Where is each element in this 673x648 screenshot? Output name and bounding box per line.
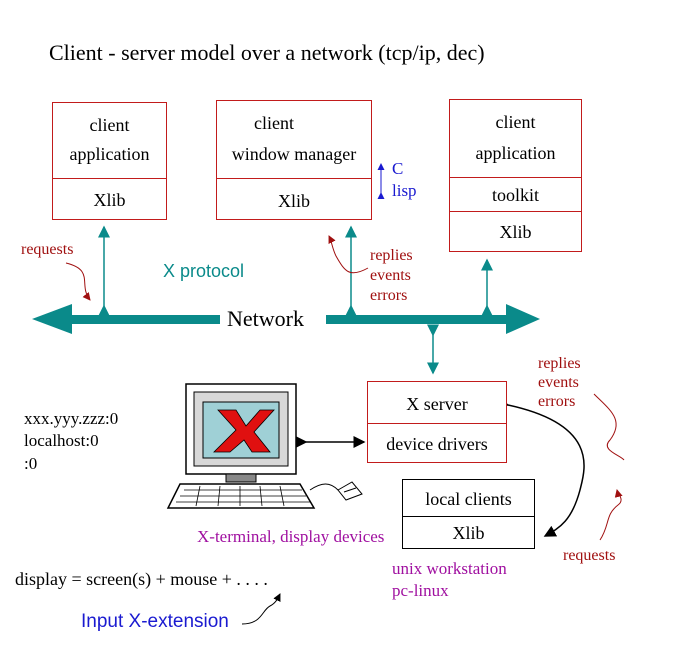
server-local-link (496, 396, 585, 537)
page-title: Client - server model over a network (tc… (49, 40, 485, 65)
window-manager-box: client window manager Xlib (216, 100, 372, 220)
errors-label-right: errors (538, 393, 576, 410)
local-clients-title: local clients (425, 489, 512, 509)
x-protocol-label: X protocol (163, 261, 245, 281)
pc-linux-label: pc-linux (392, 581, 449, 600)
client-box-1-line-2: application (69, 144, 150, 164)
client-box-3-toolkit: toolkit (450, 177, 581, 212)
network-label: Network (227, 306, 304, 331)
window-manager-line-2: window manager (231, 144, 357, 164)
client-box-3-line-1: client (495, 112, 536, 132)
window-manager-line-1: client (254, 113, 294, 133)
input-extension-label: Input X-extension (81, 611, 229, 632)
lisp-label: lisp (392, 181, 417, 200)
client-box-3-line-2: application (475, 143, 556, 163)
network-bus (32, 304, 540, 334)
replies-label-top: replies (370, 247, 413, 264)
client-application-box-3: client application toolkit Xlib (449, 99, 582, 252)
events-label-right: events (538, 374, 579, 391)
x-terminal-illustration (166, 383, 363, 509)
extension-squiggle (241, 593, 281, 625)
display-name-1: xxx.yyy.zzz:0 (24, 409, 119, 428)
client-box-3-xlib: Xlib (450, 211, 581, 253)
requests-label-right: requests (563, 547, 616, 564)
annotation-squiggles (65, 235, 625, 541)
replies-label-right: replies (538, 355, 581, 372)
workstation-label: unix workstation (392, 559, 507, 578)
x-server-box: X server device drivers (367, 381, 507, 463)
x-server-title: X server (406, 394, 468, 414)
local-clients-box: local clients Xlib (402, 479, 535, 549)
requests-label-left: requests (21, 241, 74, 258)
client-application-box-1: client application Xlib (52, 102, 167, 220)
c-label: C (392, 159, 404, 178)
window-manager-xlib: Xlib (217, 178, 371, 221)
client-network-links (98, 225, 493, 375)
window-manager-upper: client window manager (217, 101, 371, 178)
display-name-3: :0 (24, 454, 38, 473)
local-clients-xlib: Xlib (403, 516, 534, 550)
display-name-2: localhost:0 (24, 431, 99, 450)
client-box-3-upper: client application (450, 100, 581, 177)
events-label-top: events (370, 267, 411, 284)
client-box-1-line-1: client (89, 115, 130, 135)
errors-label-top: errors (370, 287, 408, 304)
client-box-1-xlib: Xlib (53, 178, 166, 221)
terminal-caption: X-terminal, display devices (197, 527, 385, 546)
display-equation: display = screen(s) + mouse + . . . . (15, 569, 268, 589)
client-box-1-upper: client application (53, 103, 166, 178)
device-drivers-label: device drivers (368, 423, 506, 464)
